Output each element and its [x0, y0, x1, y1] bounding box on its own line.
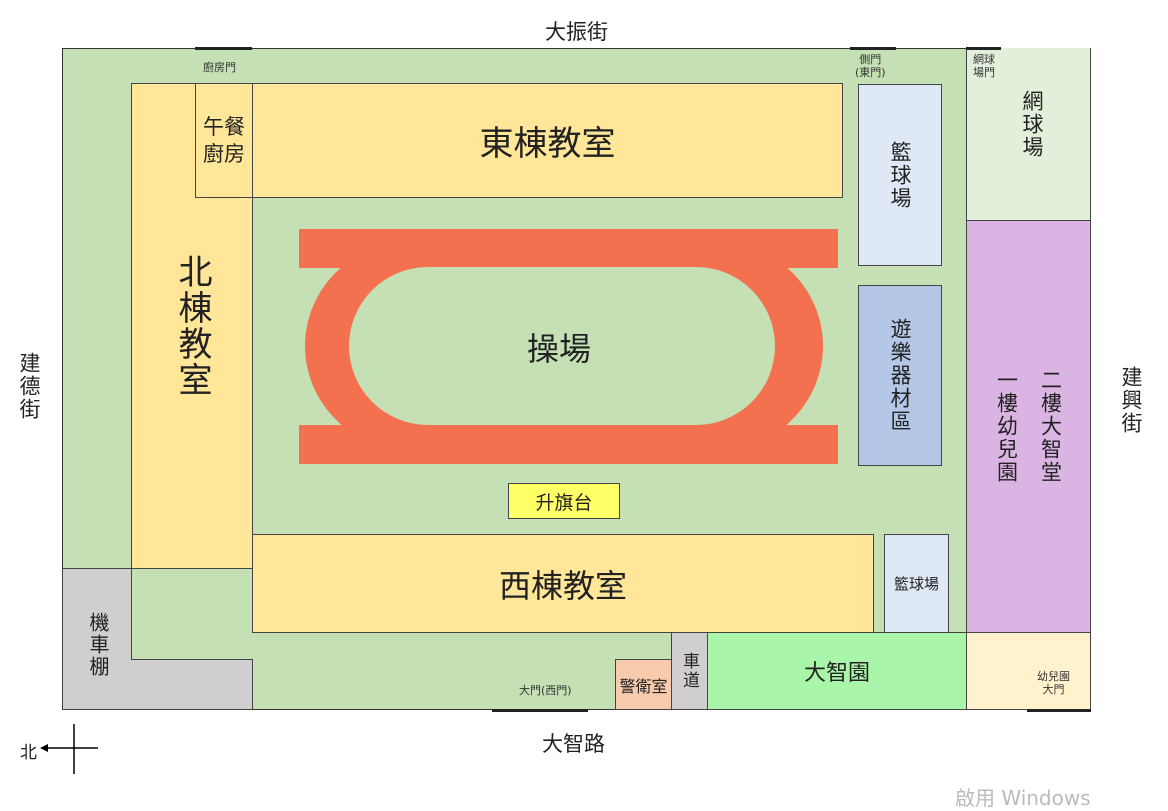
tennis-court[interactable]: 網球場 — [966, 48, 1091, 221]
east-classroom-label: 東棟教室 — [479, 124, 616, 164]
north-classroom-label: 北棟教室 — [172, 254, 212, 398]
tennis-gate-label: 網球場門 — [973, 53, 995, 79]
kitchen-gate-label: 廚房門 — [203, 61, 236, 74]
basketball-court-top[interactable]: 籃球場 — [858, 84, 942, 266]
kitchen-label: 午餐廚房 — [203, 114, 245, 166]
tennis-gate[interactable] — [966, 47, 1001, 50]
kitchen-gate[interactable] — [195, 47, 252, 50]
playground-equipment[interactable]: 遊樂器材區 — [858, 285, 942, 466]
north-classroom[interactable]: 北棟教室 — [131, 83, 253, 569]
west-classroom-label: 西棟教室 — [498, 566, 627, 605]
street-left: 建德街 — [17, 352, 41, 421]
track-bottom-straight — [299, 425, 838, 464]
driveway-label: 車道 — [679, 652, 699, 690]
windows-activation-watermark: 啟用 Windows — [955, 786, 1091, 810]
street-bottom: 大智路 — [542, 732, 605, 756]
tennis-label: 網球場 — [1020, 90, 1044, 159]
side-gate-label: 側門(東門) — [855, 53, 886, 79]
west-classroom[interactable]: 西棟教室 — [252, 534, 874, 633]
basketball-top-label: 籃球場 — [888, 140, 912, 210]
scooter-shed-label: 機車棚 — [86, 612, 110, 678]
compass-arrow-icon — [40, 724, 98, 774]
main-gate-label: 大門(西門) — [519, 684, 572, 697]
kitchen[interactable]: 午餐廚房 — [195, 83, 253, 198]
east-classroom[interactable]: 東棟教室 — [252, 83, 843, 198]
playground-equipment-label: 遊樂器材區 — [888, 318, 912, 433]
side-gate[interactable] — [850, 47, 896, 50]
guard-room[interactable]: 警衛室 — [615, 659, 672, 710]
compass-north-label: 北 — [20, 743, 37, 763]
kindergarten-gate[interactable] — [1027, 709, 1091, 712]
flag-platform[interactable]: 升旗台 — [508, 483, 620, 519]
track-infield — [349, 267, 775, 425]
main-gate[interactable] — [492, 709, 588, 712]
basketball-court-small[interactable]: 籃球場 — [884, 534, 949, 633]
kindergarten[interactable]: 二樓大智堂 一樓幼兒園 — [966, 220, 1091, 633]
street-top: 大振街 — [545, 20, 608, 44]
kindergarten-floor1-label: 一樓幼兒園 — [994, 369, 1019, 484]
dazhi-garden[interactable]: 大智園 — [707, 632, 967, 710]
field-label: 操場 — [527, 330, 592, 368]
scooter-shed[interactable] — [62, 568, 132, 710]
driveway[interactable]: 車道 — [671, 632, 708, 710]
track-top-straight — [299, 229, 838, 268]
scooter-shed-extension — [131, 659, 253, 710]
street-right: 建興街 — [1119, 366, 1143, 435]
kindergarten-floor2-label: 二樓大智堂 — [1038, 369, 1063, 484]
kindergarten-gate-label: 幼兒園大門 — [1037, 670, 1070, 696]
